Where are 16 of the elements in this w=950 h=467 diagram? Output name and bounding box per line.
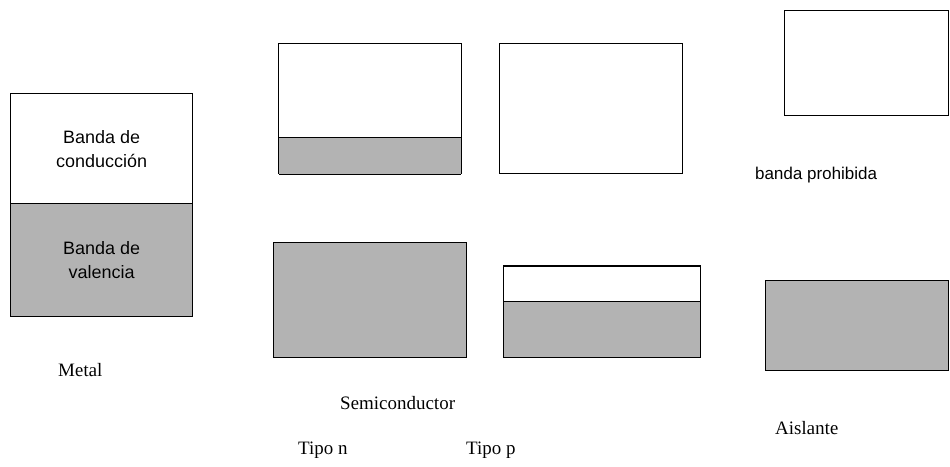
caption-label: Aislante [775,418,838,440]
energy-band: Banda de conducción [10,93,193,204]
caption-label: Semiconductor [340,393,456,415]
caption-label: Tipo p [466,438,516,460]
band-box [784,10,949,116]
caption-label: Tipo n [298,438,348,460]
caption-label: Metal [58,360,102,382]
band-strip [279,137,461,175]
band-box [499,43,683,174]
gap-label: banda prohibida [755,164,877,184]
band-strip [504,266,700,302]
band-box [503,265,701,358]
energy-band: Banda de valencia [10,203,193,317]
band-box [278,43,462,174]
band-box [765,280,949,371]
band-box [273,242,467,358]
